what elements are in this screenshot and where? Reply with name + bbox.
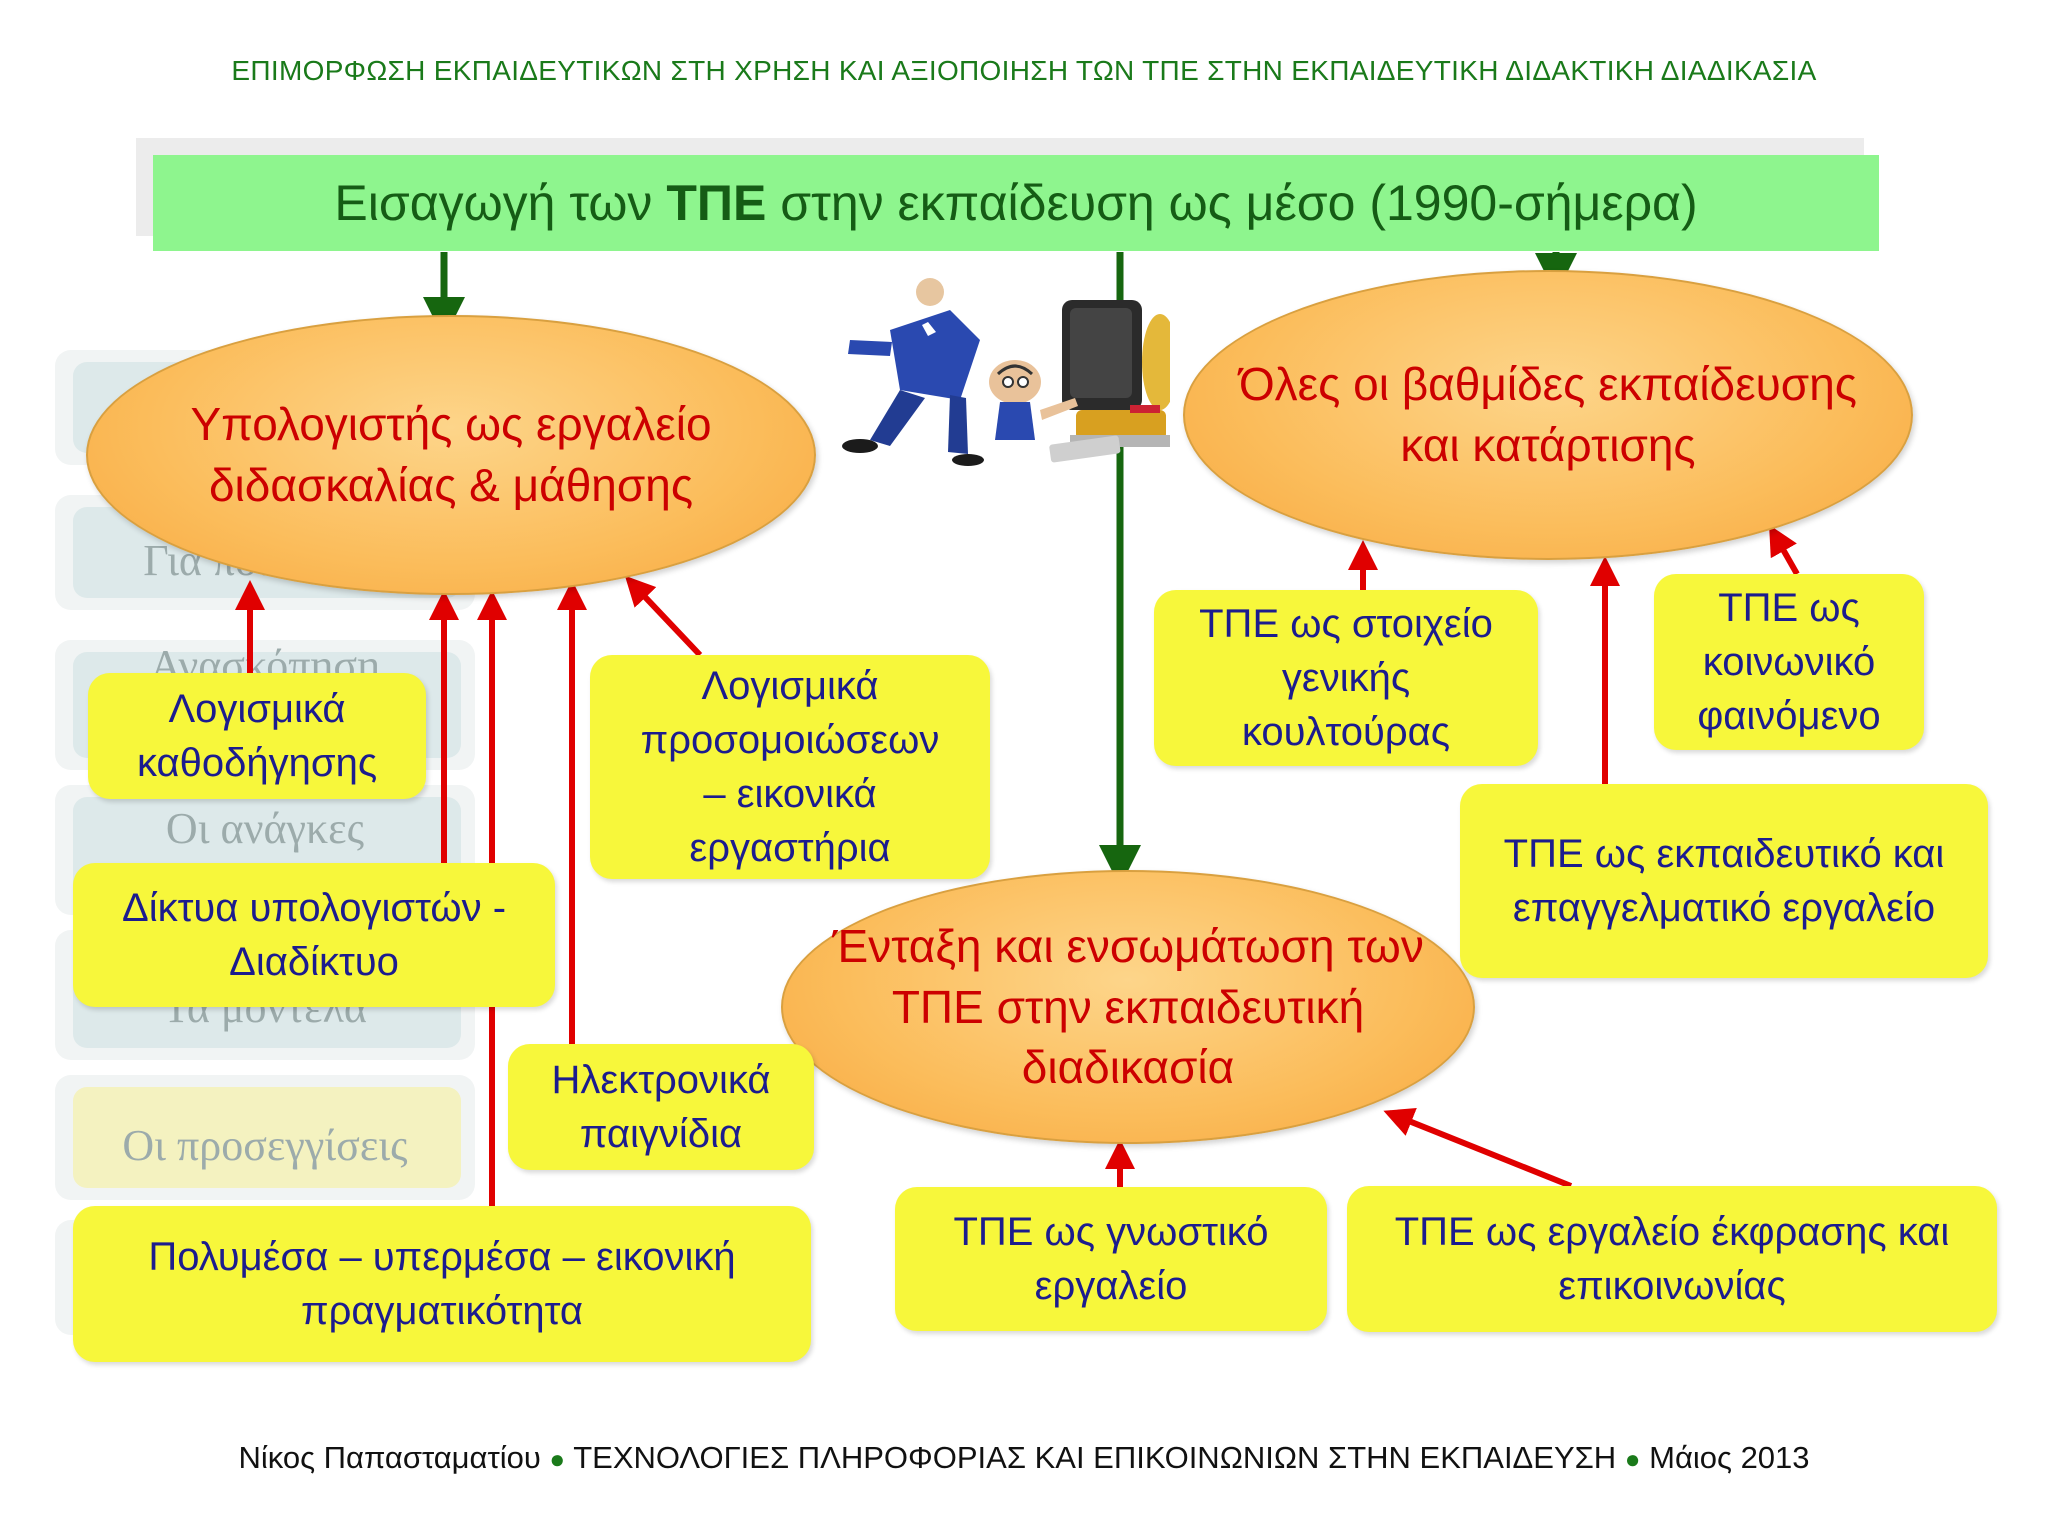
footer-course: ΤΕΧΝΟΛΟΓΙΕΣ ΠΛΗΡΟΦΟΡΙΑΣ ΚΑΙ ΕΠΙΚΟΙΝΩΝΙΩΝ… — [573, 1440, 1617, 1475]
cartoon-illustration — [842, 278, 1170, 466]
slide-title: Εισαγωγή των ΤΠΕ στην εκπαίδευση ως μέσο… — [153, 155, 1879, 251]
title-bold: ΤΠΕ — [666, 175, 767, 231]
ellipse-teaching-tool-label: Υπολογιστής ως εργαλείο διδασκαλίας & μά… — [190, 398, 712, 511]
box-guidance-software: Λογισμικά καθοδήγησης — [88, 673, 426, 799]
small-figure-icon — [989, 360, 1078, 440]
title-pre: Εισαγωγή των — [334, 175, 667, 231]
box-social: ΤΠΕ ως κοινωνικό φαινόμενο — [1654, 574, 1924, 750]
box-professional-label: ΤΠΕ ως εκπαιδευτικό και επαγγελματικό ερ… — [1503, 832, 1945, 930]
box-simulation-software-label: Λογισμικά προσομοιώσεων – εικονικά εργασ… — [640, 664, 940, 870]
arrow-expression — [1383, 1108, 1573, 1189]
box-cognitive: ΤΠΕ ως γνωστικό εργαλείο — [895, 1187, 1327, 1331]
slide-footer: Νίκος Παπασταματίου ● ΤΕΧΝΟΛΟΓΙΕΣ ΠΛΗΡΟΦ… — [0, 1440, 2048, 1476]
box-expression: ΤΠΕ ως εργαλείο έκφρασης και επικοινωνία… — [1347, 1186, 1997, 1332]
ghost-menu-item-6: Οι προσεγγίσεις — [55, 1075, 475, 1200]
arrow-social — [1769, 524, 1800, 576]
ellipse-all-levels-label: Όλες οι βαθμίδες εκπαίδευσης και κατάρτι… — [1239, 358, 1857, 471]
footer-bullet-icon: ● — [1624, 1444, 1641, 1474]
box-social-label: ΤΠΕ ως κοινωνικό φαινόμενο — [1697, 586, 1881, 738]
box-professional: ΤΠΕ ως εκπαιδευτικό και επαγγελματικό ερ… — [1460, 784, 1988, 978]
box-multimedia-label: Πολυμέσα – υπερμέσα – εικονική πραγματικ… — [148, 1235, 736, 1333]
box-general-culture: ΤΠΕ ως στοιχείο γενικής κουλτούρας — [1154, 590, 1538, 766]
box-games-label: Ηλεκτρονικά παιγνίδια — [551, 1058, 771, 1156]
box-guidance-software-label: Λογισμικά καθοδήγησης — [137, 687, 378, 785]
box-games: Ηλεκτρονικά παιγνίδια — [508, 1044, 814, 1170]
box-multimedia: Πολυμέσα – υπερμέσα – εικονική πραγματικ… — [73, 1206, 811, 1362]
box-networks-label: Δίκτυα υπολογιστών - Διαδίκτυο — [121, 886, 507, 984]
box-networks: Δίκτυα υπολογιστών - Διαδίκτυο — [73, 863, 555, 1007]
blue-figure-icon — [842, 278, 984, 466]
course-header: ΕΠΙΜΟΡΦΩΣΗ ΕΚΠΑΙΔΕΥΤΙΚΩΝ ΣΤΗ ΧΡΗΣΗ ΚΑΙ Α… — [231, 55, 1817, 86]
footer-author: Νίκος Παπασταματίου — [238, 1440, 541, 1475]
title-post: στην εκπαίδευση ως μέσο (1990-σήμερα) — [766, 175, 1698, 231]
ellipse-teaching-tool: Υπολογιστής ως εργαλείο διδασκαλίας & μά… — [86, 315, 816, 595]
box-simulation-software: Λογισμικά προσομοιώσεων – εικονικά εργασ… — [590, 655, 990, 879]
footer-date: Μάιος 2013 — [1649, 1440, 1810, 1475]
box-expression-label: ΤΠΕ ως εργαλείο έκφρασης και επικοινωνία… — [1394, 1210, 1950, 1308]
ellipse-all-levels: Όλες οι βαθμίδες εκπαίδευσης και κατάρτι… — [1183, 270, 1913, 560]
ellipse-integration: Ένταξη και ενσωμάτωση των ΤΠΕ στην εκπαι… — [781, 870, 1475, 1144]
arrow-simulation — [624, 575, 703, 658]
ellipse-integration-label: Ένταξη και ενσωμάτωση των ΤΠΕ στην εκπαι… — [832, 919, 1424, 1094]
box-general-culture-label: ΤΠΕ ως στοιχείο γενικής κουλτούρας — [1199, 602, 1493, 754]
box-cognitive-label: ΤΠΕ ως γνωστικό εργαλείο — [953, 1210, 1269, 1308]
footer-bullet-icon: ● — [549, 1444, 566, 1474]
computer-icon — [1049, 300, 1170, 463]
